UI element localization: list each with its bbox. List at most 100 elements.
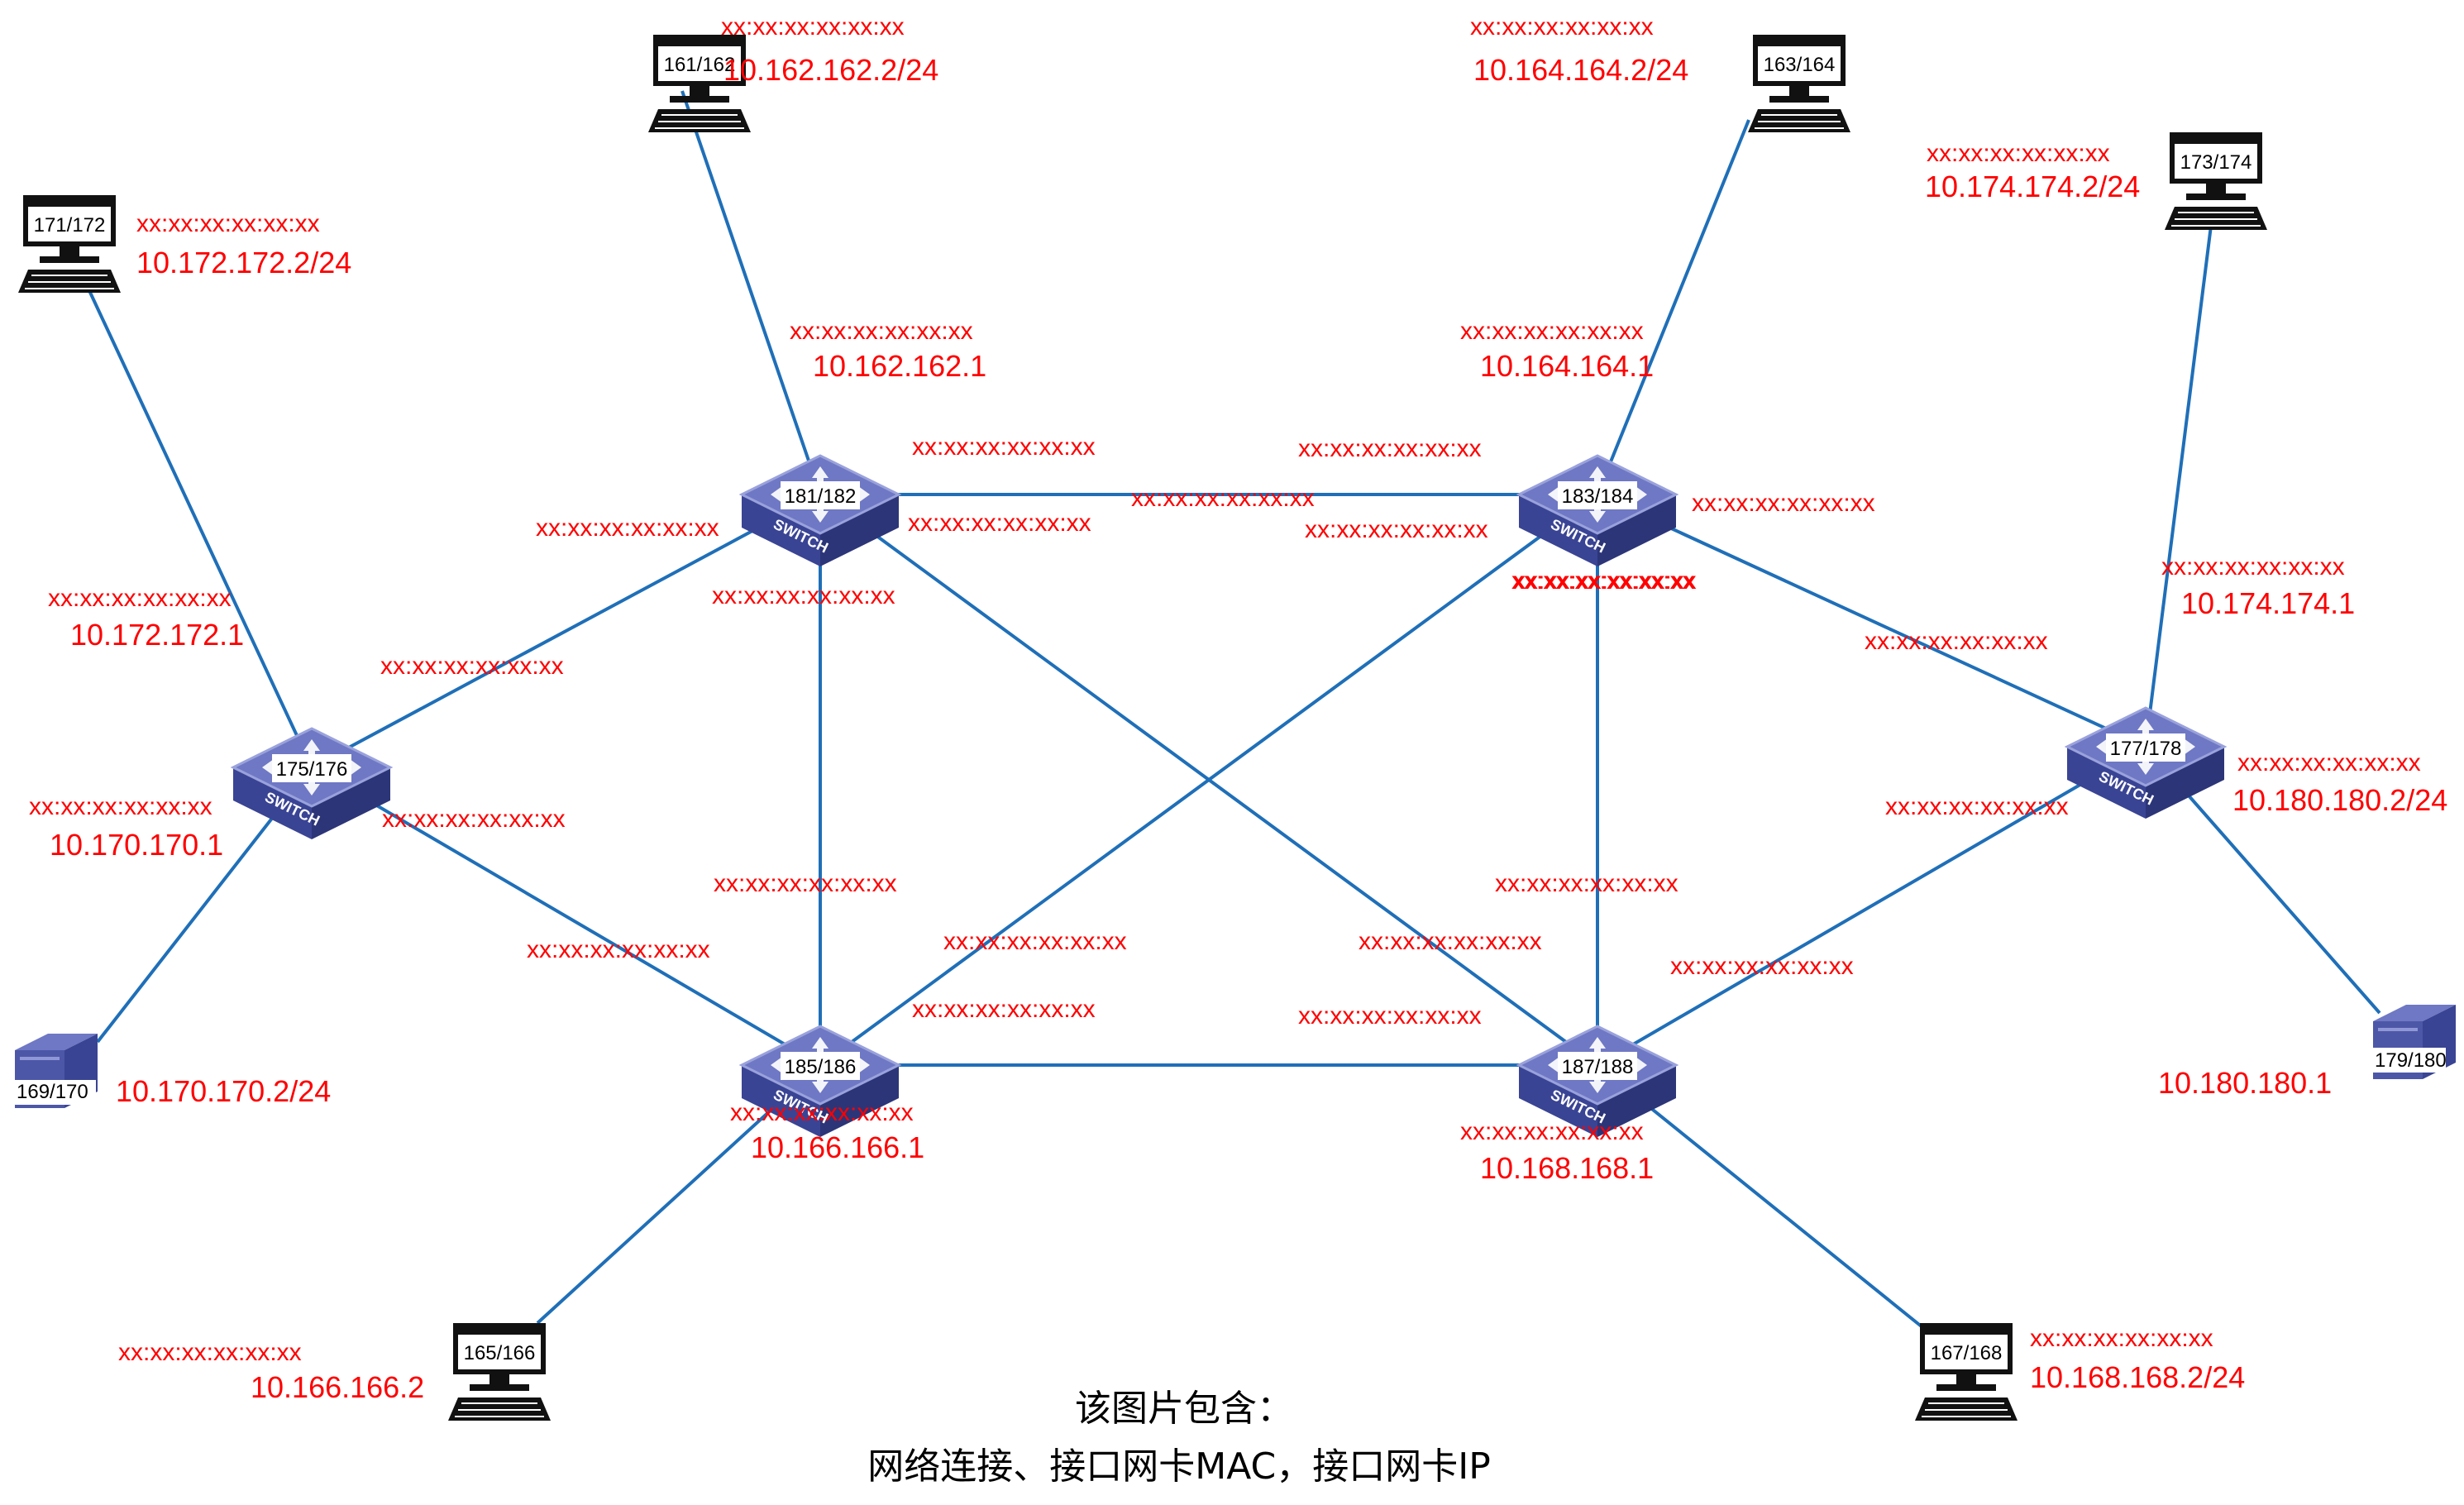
mac-label: xx:xx:xx:xx:xx:xx xyxy=(1495,870,1678,897)
computer-icon: 163/164 xyxy=(1748,35,1850,132)
mac-label: xx:xx:xx:xx:xx:xx xyxy=(1305,516,1488,543)
ip-label: 10.174.174.2/24 xyxy=(1925,170,2140,203)
switch-label: 183/184 xyxy=(1562,485,1634,508)
switch-label-box xyxy=(781,481,860,509)
computer-label: 171/172 xyxy=(34,214,106,236)
mac-label: xx:xx:xx:xx:xx:xx xyxy=(912,433,1096,461)
mac-label: xx:xx:xx:xx:xx:xx xyxy=(1460,1118,1644,1145)
mac-label: xx:xx:xx:xx:xx:xx xyxy=(912,996,1096,1023)
mac-label: xx:xx:xx:xx:xx:xx xyxy=(908,509,1091,537)
mac-label: xx:xx:xx:xx:xx:xx xyxy=(1692,490,1875,517)
ip-label: 10.166.166.1 xyxy=(751,1130,924,1164)
mac-label: xx:xx:xx:xx:xx:xx xyxy=(1298,1002,1482,1030)
computer-label: 161/162 xyxy=(664,54,736,76)
ip-label: 10.170.170.2/24 xyxy=(116,1074,331,1108)
mac-label: xx:xx:xx:xx:xx:xx xyxy=(2030,1325,2213,1352)
mac-label: xx:xx:xx:xx:xx:xx xyxy=(382,805,566,833)
link-h173-sw177 xyxy=(2144,218,2213,748)
server-icon: 169/170 xyxy=(13,1034,98,1108)
ip-label: 10.170.170.1 xyxy=(50,828,223,862)
mac-label: xx:xx:xx:xx:xx:xx xyxy=(1927,140,2110,167)
switch-label-box xyxy=(1558,1052,1637,1080)
link-layer xyxy=(85,90,2381,1329)
mac-label: xx:xx:xx:xx:xx:xx xyxy=(1470,13,1654,41)
switch-label: 175/176 xyxy=(276,758,348,781)
computer-icon: 171/172 xyxy=(18,195,121,293)
ip-label: 10.168.168.1 xyxy=(1480,1151,1654,1185)
link-sw175-sw181 xyxy=(311,493,821,769)
mac-label: xx:xx:xx:xx:xx:xx xyxy=(118,1339,302,1366)
switch-label: 187/188 xyxy=(1562,1056,1634,1078)
mac-label: xx:xx:xx:xx:xx:xx xyxy=(136,210,320,237)
mac-label: xx:xx:xx:xx:xx:xx xyxy=(1298,435,1482,462)
server-label-box xyxy=(2370,1048,2446,1073)
node-layer: 181/182SWITCH183/184SWITCH175/176SWITCH1… xyxy=(13,35,2456,1421)
mac-label: xx:xx:xx:xx:xx:xx xyxy=(714,870,897,897)
server-label: 169/170 xyxy=(17,1081,88,1103)
link-h171-sw175 xyxy=(85,284,313,768)
mac-label: xx:xx:xx:xx:xx:xx xyxy=(1865,628,2048,655)
computer-label: 173/174 xyxy=(2180,151,2252,174)
link-h161-sw181 xyxy=(680,90,822,495)
label-layer: xx:xx:xx:xx:xx:xx xx:xx:xx:xx:xx:xx xx:xx:… xyxy=(29,13,2447,1404)
ip-label: 10.172.172.2/24 xyxy=(136,246,351,280)
mac-label: xx:xx:xx:xx:xx:xx xyxy=(1460,318,1644,345)
caption-line1: 该图片包含： xyxy=(1075,1388,1293,1430)
computer-icon: 167/168 xyxy=(1915,1323,2018,1421)
ip-label: 10.166.166.2 xyxy=(251,1370,424,1404)
link-sw183-sw177 xyxy=(1597,493,2146,748)
mac-label: xx:xx:xx:xx:xx:xx xyxy=(536,514,719,542)
mac-label: xx:xx:xx:xx:xx:xx xyxy=(2161,553,2345,580)
link-sw187-sw177 xyxy=(1596,745,2147,1067)
ip-label: 10.174.174.1 xyxy=(2181,586,2355,620)
ip-label: 10.162.162.2/24 xyxy=(723,53,938,87)
mac-label: xx:xx:xx:xx:xx:xx xyxy=(380,652,564,680)
computer-icon: 165/166 xyxy=(448,1323,551,1421)
switch-label-box xyxy=(2106,733,2185,762)
server-label-box xyxy=(13,1080,96,1105)
mac-label: xx:xx:xx:xx:xx:xx xyxy=(2237,749,2421,776)
switch-label-box xyxy=(1558,481,1637,509)
server-label: 179/180 xyxy=(2375,1049,2447,1072)
switch-label: 185/186 xyxy=(785,1056,857,1078)
mac-label: xx:xx:xx:xx:xx:xx xyxy=(721,13,905,41)
link-sw183-sw185 xyxy=(819,493,1599,1067)
ip-label: 10.162.162.1 xyxy=(813,349,986,383)
computer-label: 167/168 xyxy=(1931,1342,2003,1364)
ip-label: 10.180.180.2/24 xyxy=(2232,783,2447,817)
switch-label-box xyxy=(272,754,351,782)
ip-label: 10.164.164.1 xyxy=(1480,349,1654,383)
mac-label: xx:xx:xx:xx:xx:xx xyxy=(712,582,895,609)
ip-label: 10.164.164.2/24 xyxy=(1473,53,1688,87)
computer-icon: 173/174 xyxy=(2165,132,2267,230)
mac-label: xx:xx:xx:xx:xx:xx xyxy=(790,318,973,345)
mac-label: xx:xx:xx:xx:xx:xx xyxy=(943,928,1127,955)
mac-label: xx:xx:xx:xx:xx:xx xyxy=(730,1099,914,1126)
mac-label: xx:xx:xx:xx:xx:xx xyxy=(29,793,212,820)
mac-label: xx:xx:xx:xx:xx:xx xyxy=(1511,567,1695,595)
mac-label: xx:xx:xx:xx:xx:xx xyxy=(1670,953,1854,980)
switch-label-box xyxy=(781,1052,860,1080)
mac-label: xx:xx:xx:xx:xx:xx xyxy=(1359,928,1542,955)
mac-label: xx:xx:xx:xx:xx:xx xyxy=(527,936,710,963)
computer-icon: 161/162 xyxy=(648,35,751,132)
mac-label: xx:xx:xx:xx:xx:xx xyxy=(48,585,232,612)
link-sw175-sw185 xyxy=(310,766,822,1067)
switch-label: 177/178 xyxy=(2110,738,2182,760)
ip-label: 10.168.168.2/24 xyxy=(2030,1360,2245,1394)
mac-label: xx:xx:xx:xx:xx:xx xyxy=(1513,567,1697,595)
ip-label: 10.180.180.1 xyxy=(2158,1066,2332,1100)
mac-label: xx:xx:xx:xx:xx:xx xyxy=(1131,485,1315,512)
mac-label: xx:xx:xx:xx:xx:xx xyxy=(1885,793,2069,820)
caption-line2: 网络连接、接口网卡MAC，接口网卡IP xyxy=(867,1445,1491,1488)
ip-label: 10.172.172.1 xyxy=(70,618,244,652)
link-h163-sw183 xyxy=(1596,119,1750,495)
switch-label: 181/182 xyxy=(785,485,857,508)
